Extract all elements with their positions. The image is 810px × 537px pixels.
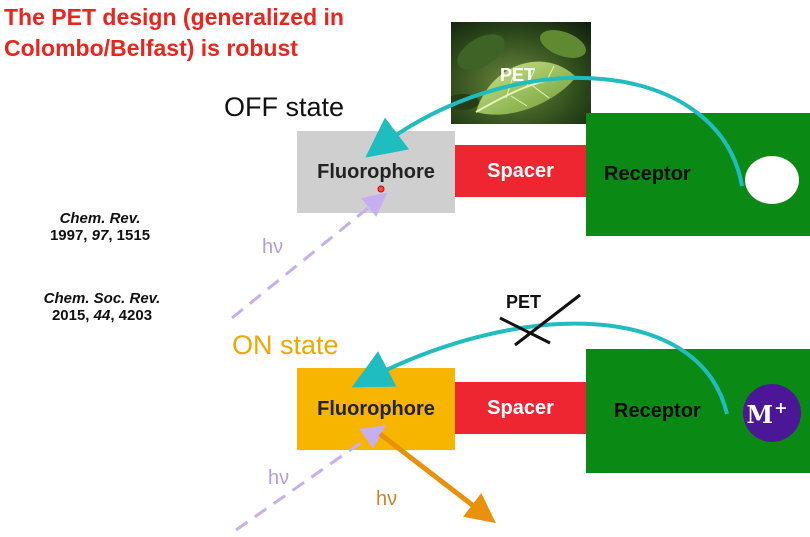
reference-2-year: 2015, (51, 307, 94, 324)
reference-2-page: , 4203 (110, 307, 153, 324)
binding-site-empty (745, 156, 799, 204)
receptor-on-label: Receptor (614, 399, 701, 422)
on-state-label: ON state (232, 330, 339, 360)
title-line-1: The PET design (generalized in (4, 4, 344, 30)
fluorophore-on-label: Fluorophore (317, 397, 435, 420)
spacer-off: Spacer (455, 145, 586, 197)
pet-block-cross-a (499, 316, 551, 345)
off-state-label: OFF state (224, 92, 345, 122)
spacer-on-label: Spacer (487, 396, 554, 419)
metal-ion (743, 384, 801, 442)
slide-title: The PET design (generalized in Colombo/B… (4, 2, 464, 64)
leaf-photo (451, 22, 591, 124)
leaf-photo-image (451, 22, 591, 124)
receptor-off-label: Receptor (604, 163, 691, 185)
pet-label-off: PET (500, 65, 536, 85)
spacer-on: Spacer (455, 382, 586, 434)
reference-2-volume: 44 (93, 307, 111, 324)
hv-in-on: hν (268, 467, 289, 489)
reference-2: Chem. Soc. Rev. 2015, 44, 4203 (2, 290, 202, 324)
reference-1-volume: 97 (91, 227, 109, 244)
fluorophore-off-label: Fluorophore (317, 160, 435, 183)
hv-in-off: hν (262, 236, 283, 258)
pet-label-on: PET (506, 292, 542, 312)
reference-1-journal: Chem. Rev. (59, 210, 141, 227)
metal-ion-charge: + (774, 398, 787, 417)
spacer-off-label: Spacer (487, 159, 554, 182)
hv-out-on: hν (376, 488, 397, 510)
light-in-on-arrow (235, 425, 386, 532)
metal-ion-symbol: M (747, 400, 774, 429)
pet-arrow-off (365, 75, 744, 187)
reference-1-page: , 1515 (108, 227, 151, 244)
light-out-on-arrow (378, 432, 496, 524)
pet-block-cross-b (514, 293, 581, 347)
pet-arrow-on (351, 321, 729, 415)
metal-ion-label: M+ (747, 398, 788, 429)
reference-2-journal: Chem. Soc. Rev. (43, 290, 161, 307)
reference-1-year: 1997, (49, 227, 92, 244)
title-line-2: Colombo/Belfast) is robust (4, 35, 298, 61)
light-in-off-arrow (231, 192, 388, 320)
reference-1: Chem. Rev. 1997, 97, 1515 (20, 210, 180, 244)
excitation-dot (377, 185, 385, 193)
